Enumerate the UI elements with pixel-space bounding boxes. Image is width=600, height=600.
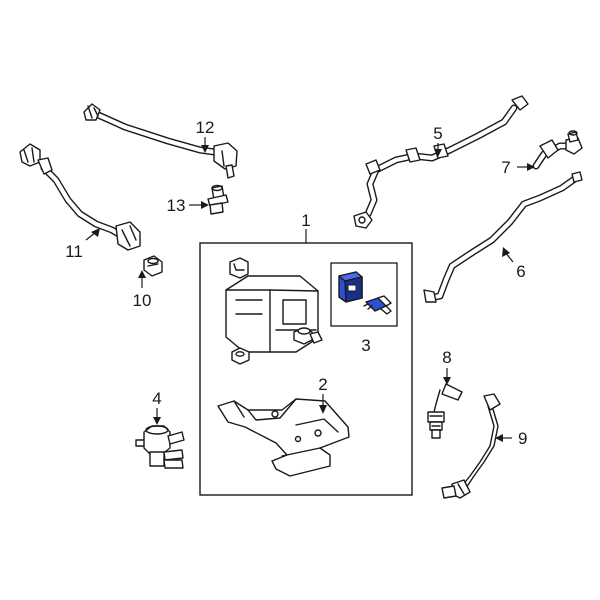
canister-bracket <box>217 398 350 477</box>
vapor-hose-11 <box>19 143 141 251</box>
callout-6: 6 <box>516 262 525 281</box>
sensor-box <box>330 262 398 327</box>
callout-5: 5 <box>433 124 442 143</box>
callout-8: 8 <box>442 348 451 367</box>
vapor-hose-12 <box>83 103 238 179</box>
callout-10: 10 <box>133 291 152 310</box>
oxygen-sensor-8 <box>427 383 463 439</box>
vapor-pressure-sensor[interactable] <box>338 271 392 315</box>
callout-4: 4 <box>152 389 161 408</box>
callout-12: 12 <box>196 118 215 137</box>
callout-1: 1 <box>301 211 310 230</box>
fitting-10 <box>143 255 163 277</box>
evap-canister <box>225 257 323 353</box>
vapor-tube-6 <box>423 171 583 303</box>
callout-11: 11 <box>65 242 83 261</box>
connector-13 <box>207 184 229 215</box>
callout-2: 2 <box>318 375 327 394</box>
callout-13: 13 <box>167 196 186 215</box>
callout-9: 9 <box>518 429 527 448</box>
oxygen-sensor-9 <box>441 393 501 499</box>
hex-nut <box>231 347 250 365</box>
purge-valve-4 <box>135 425 185 469</box>
callout-7: 7 <box>501 158 510 177</box>
vapor-tube-5 <box>353 95 529 229</box>
vapor-hose-7 <box>532 130 583 170</box>
callout-3: 3 <box>361 336 370 355</box>
